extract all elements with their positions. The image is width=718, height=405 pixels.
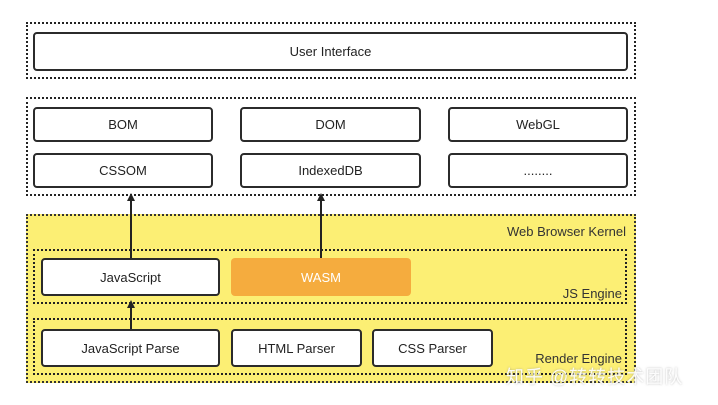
render-engine-title: Render Engine (535, 351, 622, 366)
javascript-box: JavaScript (41, 258, 220, 296)
more-apis-box: ........ (448, 153, 628, 188)
api-group (26, 97, 636, 196)
webgl-label: WebGL (516, 117, 560, 132)
css-parser-label: CSS Parser (398, 340, 467, 356)
js-engine-group (33, 249, 627, 304)
wasm-box: WASM (231, 258, 411, 296)
dom-box: DOM (240, 107, 421, 142)
watermark-text: 知乎 @转转技术团队 (506, 367, 684, 387)
javascript-parse-box: JavaScript Parse (41, 329, 220, 367)
bom-box: BOM (33, 107, 213, 142)
html-parser-box: HTML Parser (231, 329, 362, 367)
wasm-label: WASM (301, 269, 341, 285)
cssom-label: CSSOM (99, 163, 147, 178)
html-parser-label: HTML Parser (258, 340, 335, 356)
indexeddb-box: IndexedDB (240, 153, 421, 188)
css-parser-box: CSS Parser (372, 329, 493, 367)
user-interface-box: User Interface (33, 32, 628, 71)
render-engine-group (33, 318, 627, 375)
javascript-parse-label: JavaScript Parse (81, 340, 180, 356)
cssom-box: CSSOM (33, 153, 213, 188)
js-engine-title: JS Engine (562, 286, 622, 301)
user-interface-label: User Interface (289, 44, 372, 59)
kernel-title: Web Browser Kernel (507, 224, 626, 239)
more-apis-label: ........ (523, 163, 553, 178)
webgl-box: WebGL (448, 107, 628, 142)
indexeddb-label: IndexedDB (298, 163, 363, 178)
javascript-label: JavaScript (100, 269, 161, 285)
bom-label: BOM (108, 117, 138, 132)
dom-label: DOM (315, 117, 346, 132)
user-interface-group (26, 22, 636, 79)
